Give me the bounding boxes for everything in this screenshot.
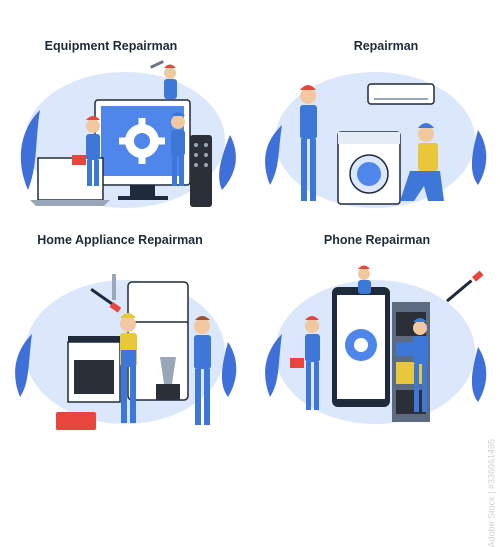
worker-figure — [358, 265, 371, 294]
gear-icon — [119, 118, 165, 164]
worker-figure — [72, 116, 100, 186]
leaf-icon — [20, 110, 236, 190]
leaf-icon — [15, 334, 237, 397]
worker-figure — [120, 313, 137, 423]
panel-title: Repairman — [353, 39, 419, 53]
panel-home-appliance-repairman: Home Appliance Repairman — [0, 222, 250, 444]
panel-repairman: Repairman — [250, 0, 500, 222]
worker-figure — [164, 64, 177, 99]
repairman-illustration — [265, 60, 487, 208]
worker-figure — [290, 316, 320, 410]
watermark: Adobe Stock | #336061495 — [486, 439, 496, 547]
worker-figure — [300, 85, 317, 201]
home-appliance-repairman-illustration — [15, 274, 237, 430]
panel-equipment-repairman: Equipment Repairman — [0, 0, 250, 222]
screwdriver-icon — [90, 288, 122, 313]
phone-repairman-illustration — [265, 265, 487, 424]
panel-title: Equipment Repairman — [44, 39, 178, 53]
leaf-icon — [265, 125, 487, 185]
gear-icon — [345, 329, 377, 361]
screwdriver-icon — [446, 270, 484, 303]
worker-figure — [413, 318, 428, 412]
wrench-icon — [112, 274, 116, 300]
gear-icon — [310, 60, 330, 80]
panel-phone-repairman: Phone Repairman — [250, 222, 500, 444]
worker-figure — [171, 112, 185, 186]
leaf-icon — [265, 334, 487, 402]
wrench-icon — [150, 60, 164, 69]
worker-figure — [194, 316, 211, 425]
panel-title: Phone Repairman — [323, 233, 431, 247]
worker-figure — [400, 123, 444, 201]
panel-title: Home Appliance Repairman — [37, 233, 203, 247]
equipment-repairman-illustration — [20, 60, 236, 208]
